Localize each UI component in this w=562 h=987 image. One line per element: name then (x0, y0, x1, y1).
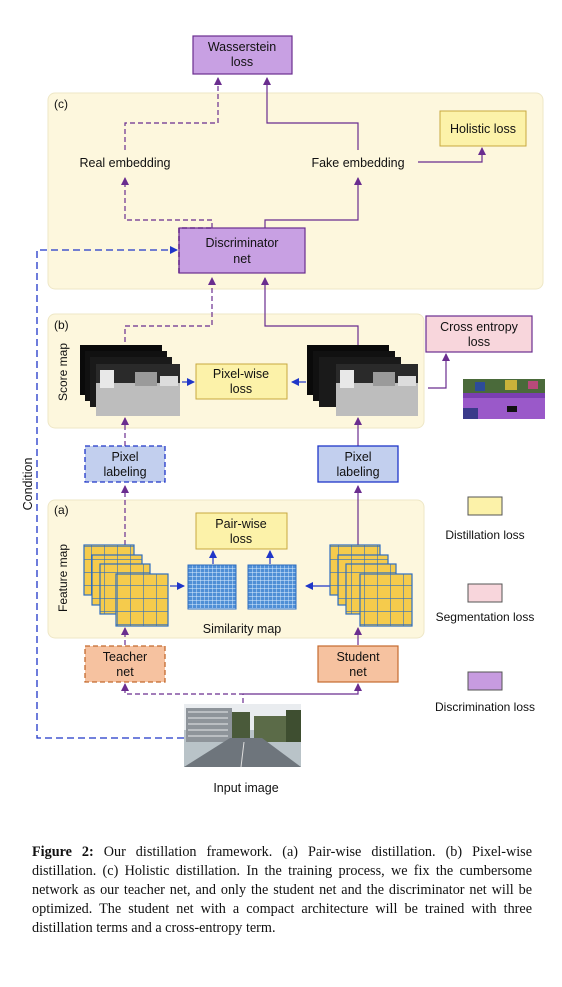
real-embedding-label: Real embedding (79, 156, 170, 170)
wasserstein-line1: Wasserstein (208, 40, 276, 54)
connectors (36, 77, 486, 739)
legend-label-discrimination: Discrimination loss (435, 700, 535, 714)
cross-entropy-line1: Cross entropy (440, 320, 519, 334)
input-image-label: Input image (213, 781, 278, 795)
panel-b-label: (b) (54, 318, 69, 332)
distillation-framework-diagram: (c) (b) (a) (21, 35, 545, 795)
holistic-loss-box: Holistic loss (439, 110, 527, 147)
student-pixel-labeling-box: Pixel labeling (317, 445, 399, 483)
arrow-student-to-cross-entropy (428, 353, 450, 389)
pairwise-line2: loss (230, 532, 252, 546)
panel-c-label: (c) (54, 97, 68, 111)
score-map-label: Score map (56, 343, 70, 401)
panel-c (47, 92, 544, 290)
caption-text: Our distillation framework. (a) Pair-wis… (32, 844, 532, 936)
arrow-student-score-to-disc (261, 277, 359, 350)
legend-swatch-distillation (467, 496, 503, 516)
pairwise-loss-box: Pair-wise loss (195, 512, 288, 550)
holistic-label: Holistic loss (450, 122, 516, 136)
student-score-map-stack (307, 345, 418, 416)
teacher-labeling-line2: labeling (103, 465, 146, 479)
student-labeling-line1: Pixel (344, 450, 371, 464)
teacher-line2: net (116, 665, 134, 679)
arrow-teacher-score-to-disc (124, 277, 216, 350)
similarity-map-label: Similarity map (203, 622, 282, 636)
legend-label-segmentation: Segmentation loss (436, 610, 535, 624)
pairwise-line1: Pair-wise (215, 517, 266, 531)
segmentation-output-image (463, 379, 545, 419)
legend-swatch-discrimination (467, 671, 503, 691)
wasserstein-line2: loss (231, 55, 253, 69)
student-line1: Student (336, 650, 380, 664)
student-similarity-map (247, 564, 297, 610)
teacher-pixel-labeling-box: Pixel labeling (84, 445, 166, 483)
fake-embedding-label: Fake embedding (311, 156, 404, 170)
teacher-score-map-stack (80, 345, 180, 416)
arrow-disc-to-fake (264, 177, 362, 228)
legend: Distillation loss Segmentation loss Disc… (435, 496, 535, 714)
student-labeling-line2: labeling (336, 465, 379, 479)
student-line2: net (349, 665, 367, 679)
pixelwise-line2: loss (230, 382, 252, 396)
legend-swatch-segmentation (467, 583, 503, 603)
teacher-feature-map-stack (83, 544, 169, 627)
condition-arrow (36, 246, 184, 739)
arrow-disc-to-real (121, 177, 213, 228)
teacher-line1: Teacher (103, 650, 147, 664)
discriminator-net-box: Discriminator net (178, 227, 306, 274)
cross-entropy-loss-box: Cross entropy loss (425, 315, 533, 353)
input-image (184, 704, 301, 768)
panel-a-label: (a) (54, 503, 69, 517)
student-net-box: Student net (317, 645, 399, 683)
wasserstein-loss-box: Wasserstein loss (192, 35, 293, 75)
condition-label: Condition (21, 458, 35, 511)
arrow-real-to-wasserstein (124, 77, 222, 150)
arrow-fake-to-wasserstein (263, 77, 359, 150)
student-feature-map-stack (329, 544, 413, 627)
arrow-input-to-student (243, 683, 362, 695)
discriminator-line1: Discriminator (206, 236, 279, 250)
arrow-fake-to-holistic (418, 147, 486, 163)
arrow-input-to-teacher (121, 683, 244, 703)
cross-entropy-line2: loss (468, 335, 490, 349)
pixelwise-line1: Pixel-wise (213, 367, 269, 381)
pixelwise-loss-box: Pixel-wise loss (195, 363, 288, 400)
teacher-labeling-line1: Pixel (111, 450, 138, 464)
discriminator-line2: net (233, 252, 251, 266)
feature-map-label: Feature map (56, 544, 70, 612)
teacher-net-box: Teacher net (84, 645, 166, 683)
legend-label-distillation: Distillation loss (445, 528, 524, 542)
caption-label: Figure 2: (32, 844, 94, 860)
teacher-similarity-map (187, 564, 237, 610)
figure-caption: Figure 2: Our distillation framework. (a… (32, 843, 532, 938)
